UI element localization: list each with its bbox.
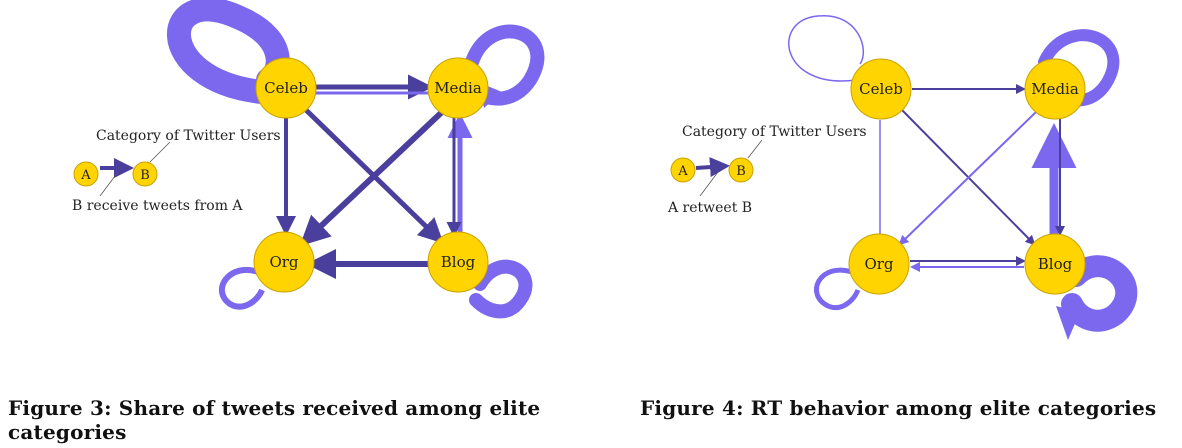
- node-label-media: Media: [1031, 80, 1079, 98]
- node-org: Org: [848, 233, 910, 295]
- legend-pointer-edge: [99, 171, 119, 197]
- legend-node-a-label: A: [80, 168, 91, 183]
- node-celeb: Celeb: [850, 58, 912, 120]
- legend-pointer-edge: [699, 171, 719, 197]
- node-label-celeb: Celeb: [859, 80, 903, 98]
- self-loop-blog: [1061, 255, 1138, 332]
- node-org: Org: [253, 231, 315, 293]
- self-loop-org: [814, 267, 861, 310]
- self-loop-org: [218, 267, 265, 310]
- node-blog: Blog: [1024, 233, 1086, 295]
- self-loop-blog-arrow: [1056, 306, 1080, 340]
- edge-media-org: [299, 109, 445, 247]
- legend-figure-3: A B Category of Twitter Users B receive …: [72, 128, 281, 214]
- legend-node-b: [132, 161, 158, 187]
- node-label-blog: Blog: [1038, 255, 1073, 273]
- figure-4: Celeb Media Org Blog A B Category of Twi…: [667, 15, 1138, 340]
- node-blog: Blog: [427, 231, 489, 293]
- legend-pointer-category: [149, 141, 171, 163]
- self-loop-blog: [469, 259, 533, 319]
- node-label-media: Media: [434, 79, 482, 97]
- legend-edge-label: A retweet B: [667, 200, 752, 216]
- self-loop-celeb: [788, 15, 865, 82]
- legend-node-b-label: B: [140, 168, 150, 183]
- node-celeb: Celeb: [255, 57, 317, 119]
- node-label-org: Org: [864, 255, 893, 273]
- self-loop-media: [465, 24, 545, 106]
- legend-node-a: [73, 161, 99, 187]
- figure-3: Celeb Media Org Blog A B Category of Twi…: [72, 0, 545, 319]
- legend-edge: [695, 157, 730, 178]
- legend-node-b: [728, 157, 754, 183]
- legend-pointer-category: [747, 139, 763, 159]
- legend-edge-label: B receive tweets from A: [72, 198, 243, 214]
- legend-category-label: Category of Twitter Users: [96, 128, 281, 144]
- legend-category-label: Category of Twitter Users: [682, 124, 867, 140]
- node-label-org: Org: [269, 253, 298, 271]
- legend-node-b-label: B: [736, 164, 746, 179]
- node-label-blog: Blog: [441, 253, 476, 271]
- legend-figure-4: A B Category of Twitter Users A retweet …: [667, 124, 867, 216]
- node-media: Media: [427, 57, 489, 119]
- node-media: Media: [1024, 58, 1086, 120]
- node-label-celeb: Celeb: [264, 79, 308, 97]
- legend-node-a: [670, 157, 696, 183]
- edge-media-org: [898, 111, 1037, 246]
- figure-4-caption: Figure 4: RT behavior among elite catego…: [640, 396, 1157, 420]
- figure-3-caption: Figure 3: Share of tweets received among…: [8, 396, 541, 444]
- legend-node-a-label: A: [677, 164, 688, 179]
